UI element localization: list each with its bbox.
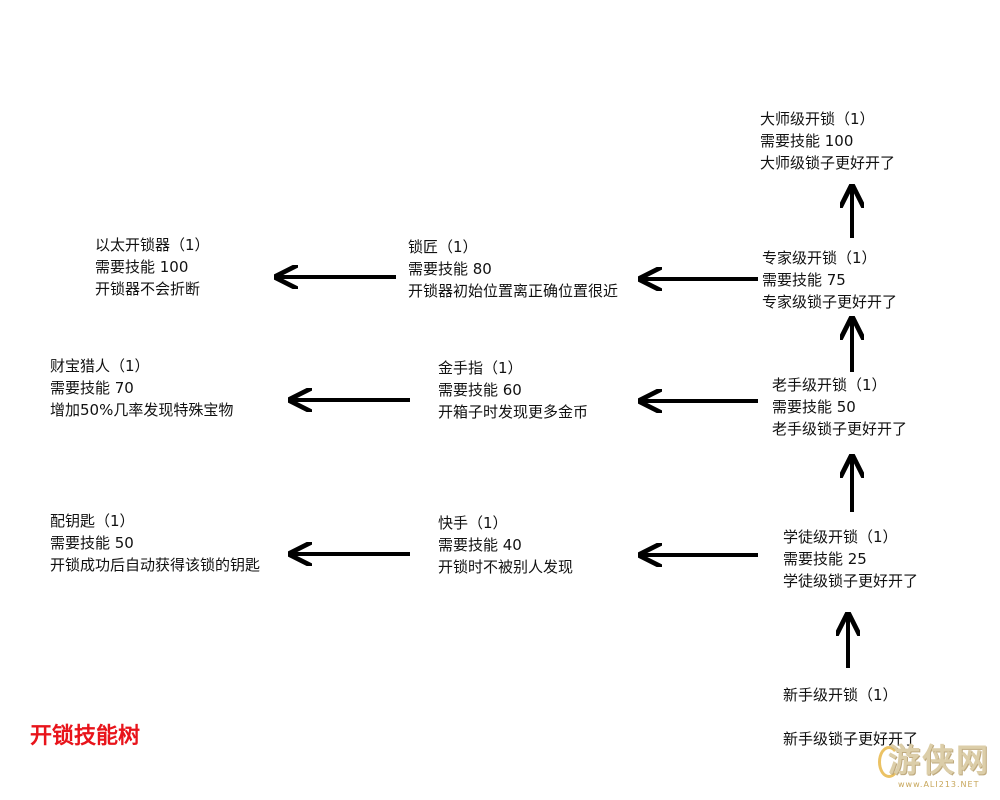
node-unbreakable: 以太开锁器（1） 需要技能 100 开锁器不会折断 xyxy=(95,234,210,300)
node-grandmaster: 大师级开锁（1） 需要技能 100 大师级锁子更好开了 xyxy=(760,108,895,174)
node-title: 学徒级开锁（1） xyxy=(783,528,898,546)
node-requirement: 需要技能 50 xyxy=(50,534,134,552)
node-expert: 专家级开锁（1） 需要技能 75 专家级锁子更好开了 xyxy=(762,247,897,313)
node-description: 开锁时不被别人发现 xyxy=(438,558,574,576)
tree-title: 开锁技能树 xyxy=(30,724,141,749)
node-description: 开箱子时发现更多金币 xyxy=(438,403,589,421)
node-description: 专家级锁子更好开了 xyxy=(762,293,898,311)
watermark-site: www.ALI213.NET xyxy=(898,780,980,789)
node-title: 大师级开锁（1） xyxy=(760,110,875,128)
node-title: 新手级开锁（1） xyxy=(783,686,898,704)
node-title: 以太开锁器（1） xyxy=(95,236,210,254)
node-treasure-hunter: 财宝猎人（1） 需要技能 70 增加50%几率发现特殊宝物 xyxy=(50,355,233,421)
node-requirement: 需要技能 70 xyxy=(50,379,134,397)
node-description: 开锁成功后自动获得该锁的钥匙 xyxy=(50,556,261,574)
node-description: 增加50%几率发现特殊宝物 xyxy=(50,401,234,419)
node-novice: 新手级开锁（1） 新手级锁子更好开了 xyxy=(783,684,918,750)
node-title: 老手级开锁（1） xyxy=(772,376,887,394)
node-description: 老手级锁子更好开了 xyxy=(772,420,908,438)
swirl-icon xyxy=(878,746,900,778)
node-golden-touch: 金手指（1） 需要技能 60 开箱子时发现更多金币 xyxy=(438,357,588,423)
node-requirement: 需要技能 75 xyxy=(762,271,846,289)
node-requirement: 需要技能 100 xyxy=(760,132,854,150)
node-title: 快手（1） xyxy=(438,514,508,532)
node-quick-hands: 快手（1） 需要技能 40 开锁时不被别人发现 xyxy=(438,512,573,578)
node-apprentice: 学徒级开锁（1） 需要技能 25 学徒级锁子更好开了 xyxy=(783,526,918,592)
node-requirement: 需要技能 80 xyxy=(408,260,492,278)
node-requirement: 需要技能 60 xyxy=(438,381,522,399)
node-requirement xyxy=(783,706,918,728)
node-wax-key: 配钥匙（1） 需要技能 50 开锁成功后自动获得该锁的钥匙 xyxy=(50,510,260,576)
site-watermark: 游侠网 www.ALI213.NET xyxy=(878,738,994,796)
node-requirement: 需要技能 40 xyxy=(438,536,522,554)
node-description: 大师级锁子更好开了 xyxy=(760,154,896,172)
node-description: 新手级锁子更好开了 xyxy=(783,730,919,748)
node-description: 学徒级锁子更好开了 xyxy=(783,572,919,590)
node-requirement: 需要技能 50 xyxy=(772,398,856,416)
node-description: 开锁器不会折断 xyxy=(95,280,201,298)
node-title: 专家级开锁（1） xyxy=(762,249,877,267)
node-title: 金手指（1） xyxy=(438,359,523,377)
node-locksmith: 锁匠（1） 需要技能 80 开锁器初始位置离正确位置很近 xyxy=(408,236,618,302)
node-requirement: 需要技能 25 xyxy=(783,550,867,568)
node-title: 配钥匙（1） xyxy=(50,512,135,530)
node-requirement: 需要技能 100 xyxy=(95,258,189,276)
node-description: 开锁器初始位置离正确位置很近 xyxy=(408,282,619,300)
watermark-logo-text: 游侠网 xyxy=(888,741,991,779)
node-title: 财宝猎人（1） xyxy=(50,357,150,375)
node-adept: 老手级开锁（1） 需要技能 50 老手级锁子更好开了 xyxy=(772,374,907,440)
node-title: 锁匠（1） xyxy=(408,238,478,256)
